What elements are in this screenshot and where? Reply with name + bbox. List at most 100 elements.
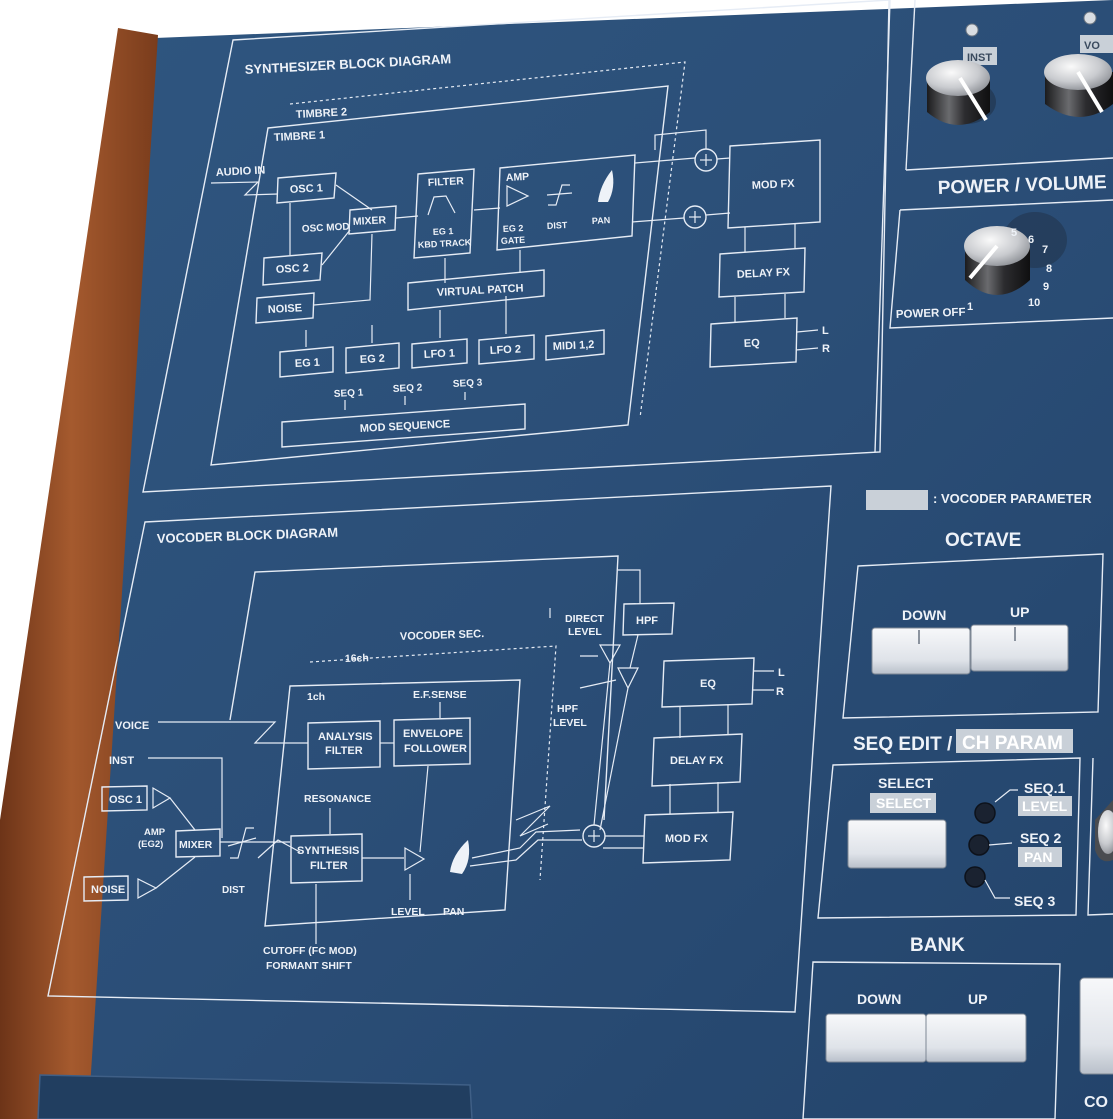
16ch-outline: [309, 645, 557, 881]
svg-text:6: 6: [1028, 234, 1034, 246]
svg-text:FILTER: FILTER: [428, 175, 465, 189]
svg-text:7: 7: [1042, 244, 1048, 256]
seq1-label: SEQ.1: [1024, 780, 1065, 796]
eq-out-l: [796, 329, 819, 333]
eg1-box: EG 1: [279, 346, 334, 378]
mod-fx-box: MOD FX: [727, 139, 821, 229]
vocoder-eg2-label: (EG2): [138, 839, 163, 850]
bank-frame: [802, 961, 1061, 1119]
timbre2-outline: [289, 61, 686, 419]
bank-down-button[interactable]: [825, 1013, 927, 1063]
volume-scale: 1 5 6 7 8 9 10: [967, 227, 1052, 313]
vocoder-sec-label: VOCODER SEC.: [400, 628, 485, 643]
hpf-side-label: HPF: [557, 703, 579, 715]
inst-label: INST: [109, 755, 134, 767]
inst-label-plate: [963, 47, 997, 65]
select-label: SELECT: [878, 775, 934, 791]
hpf-level-label: LEVEL: [553, 717, 587, 729]
cutoff-label: CUTOFF (FC MOD): [263, 945, 357, 957]
vocoder-mixer-box: MIXER: [175, 828, 221, 858]
hpf-control: [579, 679, 617, 689]
vocoder-pan-label: PAN: [443, 906, 464, 918]
octave-down-button[interactable]: [871, 627, 971, 675]
wood-side-panel: [0, 28, 158, 1119]
vocoder-outer-loop: [229, 555, 619, 821]
vocoder-out-l: L: [778, 667, 785, 679]
hpf-input: [618, 569, 641, 603]
vocoder-level-vca: [404, 846, 426, 872]
control-divider: [874, 0, 891, 453]
osc-mod-label: OSC MOD: [302, 222, 350, 235]
svg-text:LFO 2: LFO 2: [490, 343, 522, 357]
vocoder-dist-label: DIST: [222, 885, 245, 896]
svg-text:OSC 1: OSC 1: [290, 182, 324, 196]
svg-text:NOISE: NOISE: [268, 302, 303, 316]
noise-to-vmixer: [155, 856, 196, 889]
seq-edit-label: SEQ EDIT /: [853, 734, 953, 755]
mod-source-boxes: EG 1 EG 2 LFO 1 LFO 2 MIDI 1,2: [279, 329, 605, 378]
octave-up-button[interactable]: [970, 624, 1069, 672]
osc1-box: OSC 1: [276, 172, 337, 204]
seq-edit-knob[interactable]: [1095, 800, 1113, 862]
co-partial-label: CO: [1084, 1094, 1108, 1111]
timbre2-feed: [654, 129, 707, 150]
svg-text:OSC 2: OSC 2: [276, 262, 310, 276]
control-section: INST VO POWER / VOLUME 1 5 6 7 8: [802, 0, 1113, 1119]
direct-vca: [598, 644, 622, 665]
hpf-to-vca: [629, 634, 639, 669]
osc1-to-mixer: [335, 184, 373, 211]
seq1-sub-label: LEVEL: [1022, 798, 1068, 814]
power-volume-knob[interactable]: [964, 212, 1067, 295]
svg-text:EQ: EQ: [700, 678, 716, 690]
svg-text:MOD FX: MOD FX: [665, 833, 708, 845]
svg-text:MIXER: MIXER: [179, 839, 213, 851]
filter-box: FILTER EG 1 KBD TRACK: [413, 168, 475, 259]
seq2-label: SEQ 2: [1020, 830, 1061, 846]
bank-label: BANK: [910, 935, 965, 956]
svg-text:EQ: EQ: [744, 337, 761, 350]
direct-label: DIRECT: [565, 613, 605, 625]
vocoder-noise-box: NOISE: [83, 875, 129, 902]
svg-text:KBD TRACK: KBD TRACK: [418, 237, 472, 250]
inst-level-knob[interactable]: [926, 60, 996, 125]
vocoder-mod-fx-box: MOD FX: [642, 811, 734, 864]
vocoder-out-r: R: [776, 686, 784, 698]
seq-edit-frame-right: [1087, 757, 1113, 916]
bank-up-button[interactable]: [925, 1013, 1027, 1063]
svg-text:SYNTHESIS: SYNTHESIS: [297, 845, 359, 857]
vocoder-level-knob[interactable]: [1044, 54, 1113, 117]
svg-text:OSC 1: OSC 1: [109, 794, 142, 806]
eq-out-r: [795, 347, 819, 351]
timbre2-label: TIMBRE 2: [296, 106, 348, 121]
audio-in-label: AUDIO IN: [216, 164, 266, 179]
vocoder-osc1-amp: [152, 786, 172, 810]
octave-label: OCTAVE: [945, 530, 1021, 551]
vocoder-dist-line: [227, 837, 257, 847]
select-button[interactable]: [847, 819, 947, 869]
inst-led: [965, 23, 979, 37]
svg-text:AMP: AMP: [506, 171, 530, 184]
ch-param-label: CH PARAM: [962, 733, 1063, 754]
eg2-box: EG 2: [345, 342, 400, 374]
vocoder-block-diagram: VOCODER BLOCK DIAGRAM VOCODER SEC. 16ch …: [47, 485, 832, 1013]
vocoder-noise-amp: [137, 878, 158, 900]
hpf-vca-to-sum: [599, 687, 629, 831]
ef-to-vca: [419, 765, 429, 853]
amp-to-sum1: [634, 157, 696, 164]
direct-level-label: LEVEL: [568, 626, 602, 638]
partial-large-button[interactable]: [1079, 977, 1113, 1075]
svg-text:EG 1: EG 1: [295, 357, 321, 370]
dist-to-synthesis: [257, 839, 301, 859]
vo-knob-label: VO: [1084, 40, 1100, 52]
svg-text:VIRTUAL PATCH: VIRTUAL PATCH: [437, 282, 524, 299]
vocoder-hpf-box: HPF: [622, 602, 675, 636]
svg-text:PAN: PAN: [592, 215, 611, 226]
lfo1-box: LFO 1: [411, 338, 468, 369]
svg-text:FILTER: FILTER: [325, 745, 363, 757]
vocoder-parameter-label: : VOCODER PARAMETER: [933, 491, 1092, 506]
svg-text:1: 1: [967, 301, 973, 313]
osc2-box: OSC 2: [262, 252, 323, 286]
seq2-led: [968, 834, 990, 856]
noise-box: NOISE: [255, 292, 315, 324]
pan-to-sum: [471, 829, 581, 859]
